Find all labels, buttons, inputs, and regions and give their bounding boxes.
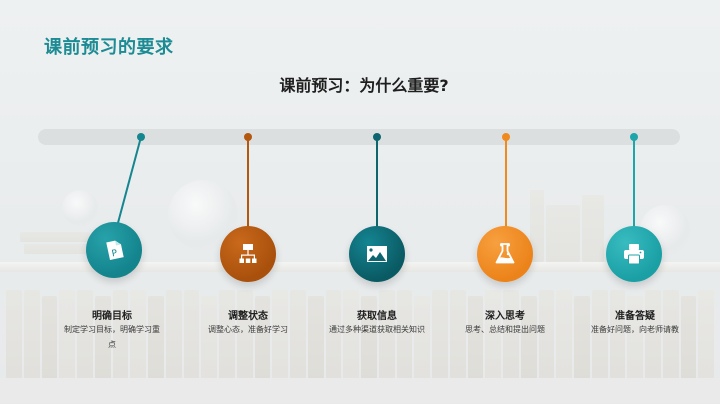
timeline-item-2-title: 调整状态 — [228, 311, 268, 322]
subtitle: 课前预习：为什么重要? — [0, 72, 720, 96]
timeline-item-5-description: 准备好问题，向老师请教 — [591, 325, 679, 334]
timeline-item-1-description: 制定学习目标，明确学习重点 — [64, 325, 160, 349]
background-decoration — [530, 190, 544, 262]
printer-icon — [624, 244, 644, 265]
document-p-icon: P — [106, 240, 124, 261]
timeline-item-1-button[interactable]: P — [86, 222, 142, 278]
timeline-item-2-button[interactable] — [220, 226, 276, 282]
background-decoration — [62, 190, 98, 226]
timeline-item-5-button[interactable] — [606, 226, 662, 282]
timeline-item-1-title: 明确目标 — [92, 311, 132, 322]
background-decoration — [546, 205, 580, 262]
connector-line-1 — [116, 136, 142, 227]
background-decoration — [20, 232, 90, 242]
timeline-item-5-title: 准备答疑 — [615, 311, 655, 322]
timeline-item-3-description: 通过多种渠道获取相关知识 — [329, 325, 425, 334]
image-icon — [367, 246, 387, 262]
subtitle-text: 课前预习：为什么重要? — [279, 76, 449, 95]
timeline-item-4-button[interactable] — [477, 226, 533, 282]
svg-text:P: P — [111, 248, 119, 259]
page-title: 课前预习的要求 — [44, 37, 174, 58]
connector-line-2 — [247, 137, 249, 229]
timeline-bar — [38, 129, 680, 145]
timeline-item-3-title: 获取信息 — [357, 311, 397, 322]
background-books — [0, 290, 720, 380]
connector-line-3 — [376, 137, 378, 231]
timeline-item-2-description: 调整心态，准备好学习 — [208, 325, 288, 334]
background-floor — [0, 378, 720, 404]
timeline-item-3-button[interactable] — [349, 226, 405, 282]
timeline-item-4-description: 思考、总结和提出问题 — [465, 325, 545, 334]
flask-icon — [495, 243, 515, 264]
connector-line-4 — [505, 137, 507, 231]
timeline-item-4-title: 深入思考 — [485, 311, 525, 322]
hierarchy-icon — [239, 244, 257, 263]
background-decoration — [24, 244, 90, 254]
connector-line-5 — [633, 137, 635, 231]
background-decoration — [582, 195, 604, 262]
